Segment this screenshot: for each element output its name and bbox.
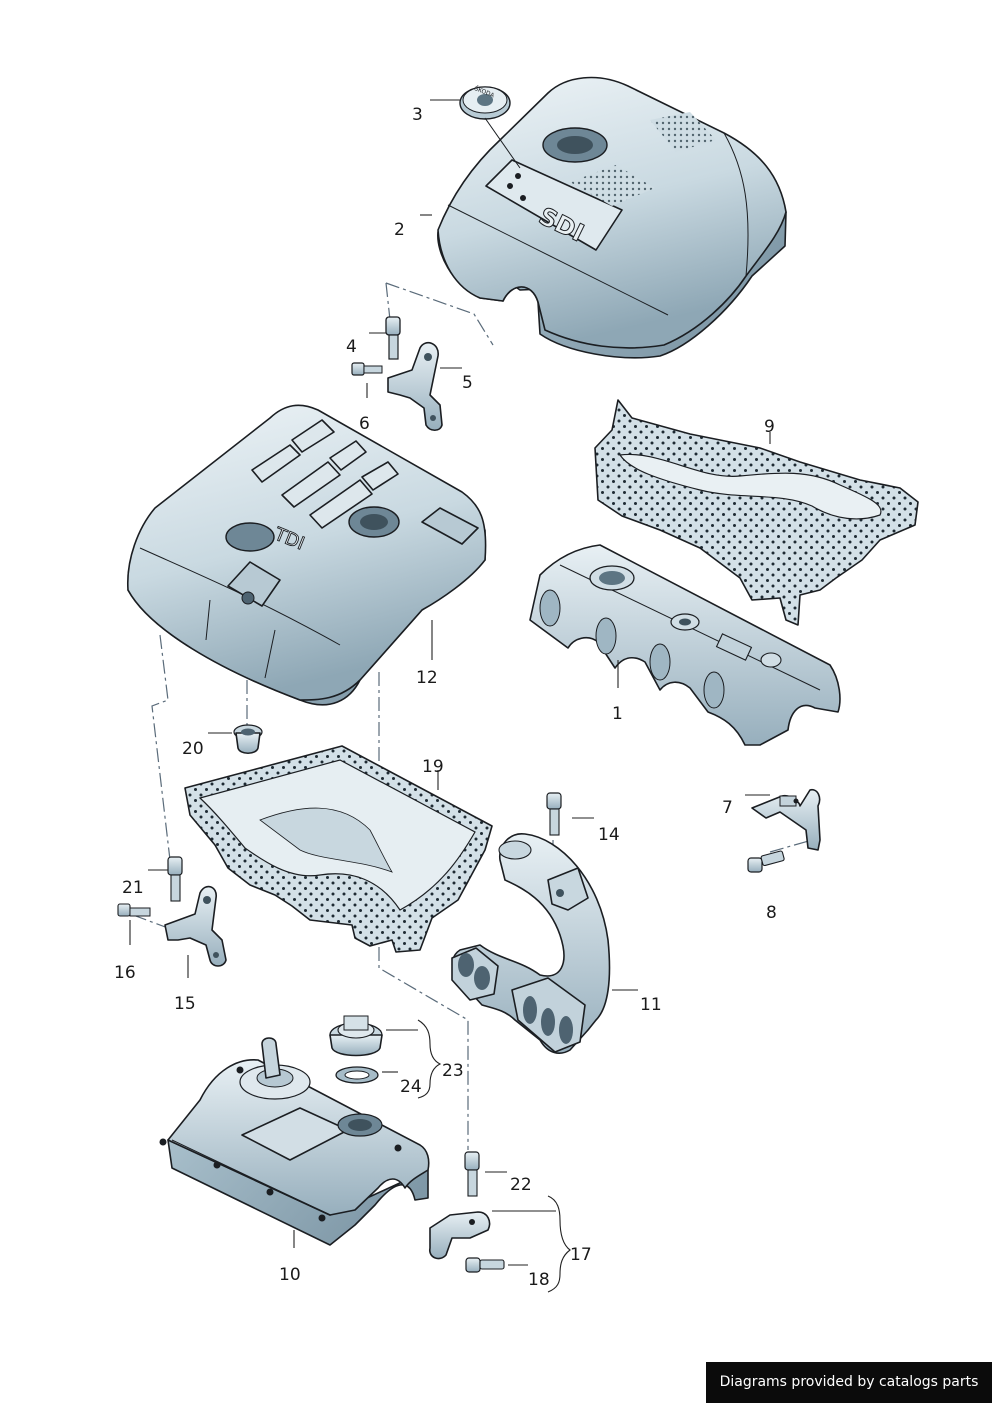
bracket-assembly-upper: [351, 316, 443, 432]
leader-lines: [129, 99, 771, 1293]
bracket-17: [429, 1211, 491, 1260]
callout-6: 6: [359, 414, 370, 434]
assembly-guide-lines: [132, 282, 813, 1150]
callout-1: 1: [612, 704, 623, 724]
callout-22: 22: [510, 1175, 532, 1195]
stud-bolt-4: [385, 316, 401, 360]
bracket-assembly-lower: [429, 1151, 505, 1273]
callout-5: 5: [462, 373, 473, 393]
callout-2: 2: [394, 220, 405, 240]
callout-18: 18: [528, 1270, 550, 1290]
engine-cover-tdi: TDI: [127, 404, 487, 706]
bolt-16: [117, 903, 151, 917]
grommet-20: [233, 724, 263, 755]
callout-15: 15: [174, 994, 196, 1014]
callout-10: 10: [279, 1265, 301, 1285]
callout-14: 14: [598, 825, 620, 845]
callout-3: 3: [412, 105, 423, 125]
bolt-6: [351, 362, 383, 376]
callout-9: 9: [764, 417, 775, 437]
stud-bolt-21: [167, 856, 183, 902]
callout-11: 11: [640, 995, 662, 1015]
callout-labels: 3 2 4 5 6 9 12 1 20 19 7 14 21 8 16 15 1…: [114, 105, 777, 1290]
bracket-5: [387, 341, 443, 432]
foam-insulation-9: [594, 399, 919, 626]
stud-bolt-22: [464, 1151, 480, 1197]
callout-7: 7: [722, 798, 733, 818]
foam-insulation-19: [184, 745, 493, 953]
callout-12: 12: [416, 668, 438, 688]
bracket-assembly-right: [747, 788, 821, 873]
oil-filler-cap-23: [329, 1015, 383, 1057]
intake-manifold-1: [529, 544, 841, 746]
seal-ring-24: [335, 1066, 379, 1084]
stud-bolt-14: [546, 792, 562, 836]
engine-cover-sdi: SDI: [437, 76, 787, 359]
callout-21: 21: [122, 878, 144, 898]
callout-24: 24: [400, 1077, 422, 1097]
credit-banner[interactable]: Diagrams provided by catalogs parts: [706, 1362, 992, 1403]
cylinder-head-cover-10: [159, 1037, 430, 1246]
callout-23: 23: [442, 1061, 464, 1081]
callout-17: 17: [570, 1245, 592, 1265]
callout-16: 16: [114, 963, 136, 983]
emblem-badge: ŠKODA: [459, 85, 521, 169]
callout-4: 4: [346, 337, 357, 357]
callout-20: 20: [182, 739, 204, 759]
callout-8: 8: [766, 903, 777, 923]
cover-ribs: [251, 419, 399, 529]
bracket-15: [164, 885, 227, 967]
bolt-8: [747, 850, 785, 873]
callout-19: 19: [422, 757, 444, 777]
intake-pipe-11: [451, 833, 611, 1054]
bolt-18: [465, 1257, 505, 1273]
bracket-assembly-left: [117, 856, 227, 967]
